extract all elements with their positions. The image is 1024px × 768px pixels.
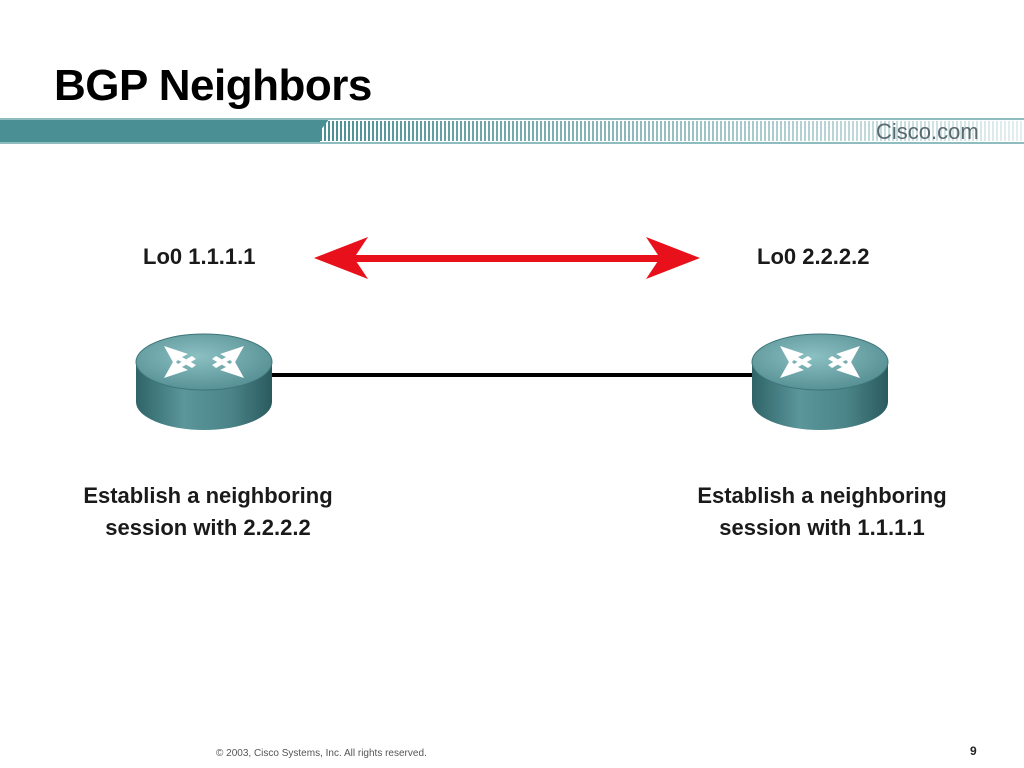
double-arrow-icon <box>314 237 700 279</box>
page-number: 9 <box>970 744 977 758</box>
left-router-caption: Establish a neighboring session with 2.2… <box>38 480 378 544</box>
left-caption-line1: Establish a neighboring <box>83 483 333 508</box>
slide-title: BGP Neighbors <box>54 61 372 110</box>
cisco-logo: Cisco.com <box>876 119 979 144</box>
right-caption-line2: session with 1.1.1.1 <box>719 515 925 540</box>
router-icon[interactable] <box>135 333 273 430</box>
right-caption-line1: Establish a neighboring <box>697 483 947 508</box>
footer-copyright: © 2003, Cisco Systems, Inc. All rights r… <box>216 748 427 759</box>
left-caption-line2: session with 2.2.2.2 <box>105 515 311 540</box>
header-band <box>0 118 1024 144</box>
left-router-loopback: Lo0 1.1.1.1 <box>143 244 256 269</box>
right-router-caption: Establish a neighboring session with 1.1… <box>652 480 992 544</box>
right-router-loopback: Lo0 2.2.2.2 <box>757 244 870 269</box>
router-icon[interactable] <box>751 333 889 430</box>
